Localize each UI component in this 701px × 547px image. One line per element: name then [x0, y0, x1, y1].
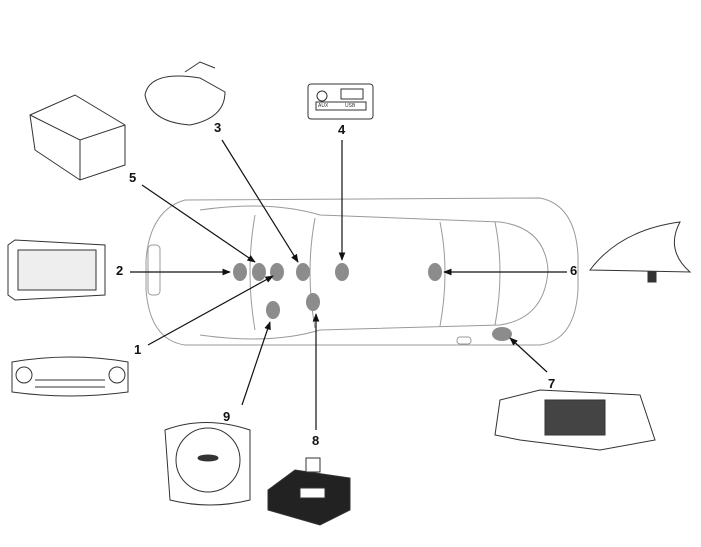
steering-wheel-remote-9	[164, 422, 251, 506]
aux-usb-jack	[307, 83, 374, 120]
callout-8: 8	[312, 433, 320, 448]
amplifier-module-5	[29, 94, 126, 181]
location-markers	[233, 263, 512, 341]
head-unit-display-2	[7, 239, 106, 301]
callout-9: 9	[223, 409, 231, 424]
rear-view-mirror	[144, 61, 226, 126]
callout-6: 6	[570, 263, 578, 278]
callout-1: 1	[134, 342, 142, 357]
callout-5: 5	[129, 170, 137, 185]
callout-3: 3	[214, 120, 222, 135]
shark-fin-antenna-6	[589, 221, 692, 283]
callout-7: 7	[548, 376, 556, 391]
ecu-module-8	[267, 457, 351, 526]
callout-4: 4	[338, 122, 346, 137]
usb-label: USB	[345, 103, 356, 109]
external-amplifier-7	[494, 389, 656, 451]
aux-label: AUX	[318, 103, 329, 109]
audio-control-panel-1	[11, 356, 129, 397]
callout-2: 2	[116, 263, 124, 278]
leader-lines	[130, 139, 567, 430]
